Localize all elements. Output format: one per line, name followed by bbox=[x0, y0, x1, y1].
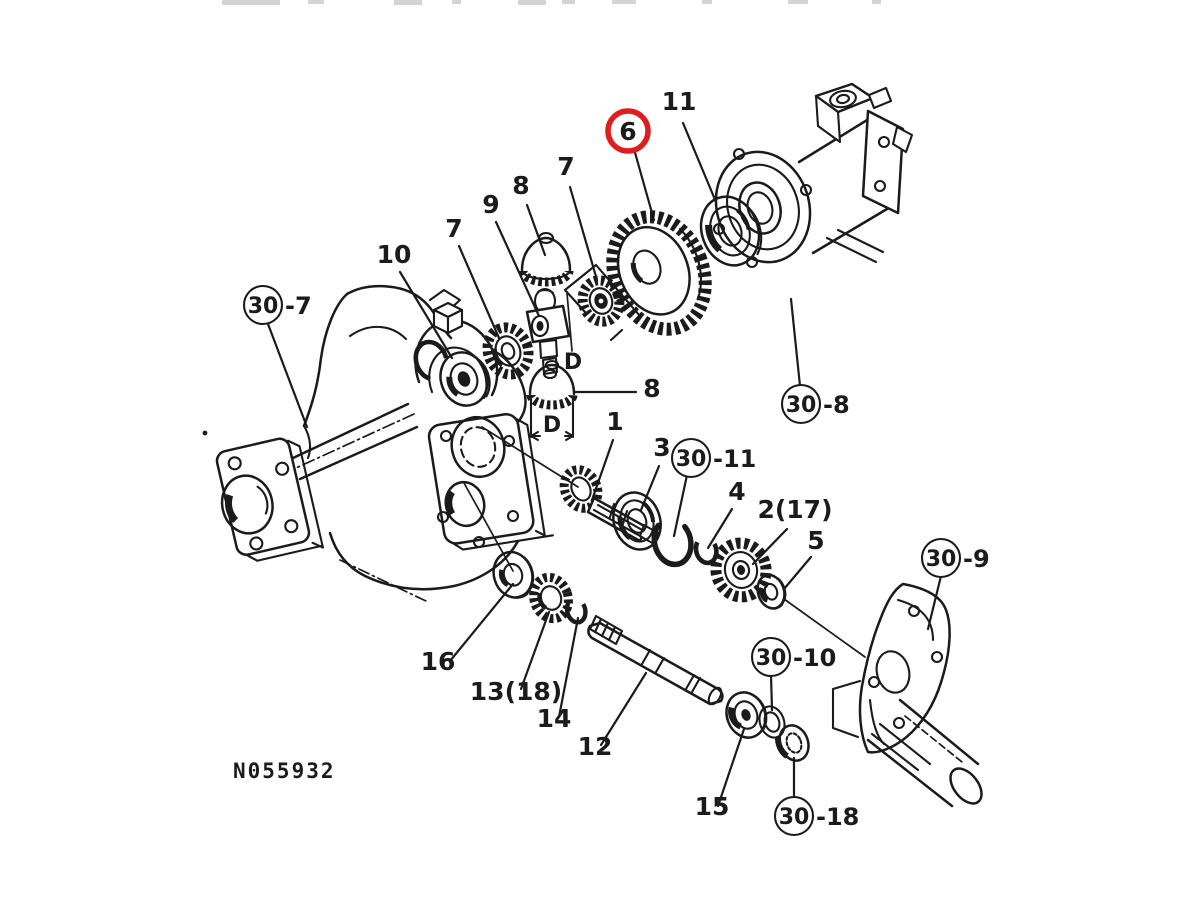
group-callout-30-8[interactable]: 30 -8 bbox=[780, 383, 850, 425]
bevel-gear-8-lower-drawing bbox=[526, 359, 578, 410]
dimension-bracket bbox=[529, 397, 575, 442]
group-callout-30-9-prefix: 30 bbox=[926, 547, 957, 572]
lock-block-drawing bbox=[432, 301, 464, 335]
assembly-axis-lines bbox=[463, 426, 866, 658]
axle-shaft-12-drawing bbox=[587, 614, 724, 706]
part-callout-12[interactable]: 12 bbox=[578, 732, 613, 761]
group-callout-30-10-suffix: -10 bbox=[793, 644, 836, 672]
spur-gear-2-drawing bbox=[710, 537, 772, 603]
bevel-gear-8-upper-drawing bbox=[518, 231, 574, 287]
part-callout-8-upper[interactable]: 8 bbox=[512, 171, 529, 200]
ring-gear-6-drawing bbox=[606, 210, 712, 336]
snap-ring-30-11-drawing bbox=[651, 522, 694, 568]
group-callout-30-7-prefix: 30 bbox=[248, 294, 279, 319]
part-callout-11[interactable]: 11 bbox=[662, 87, 697, 116]
dimension-label-d-upper: D bbox=[564, 350, 582, 375]
snap-ring-drawing bbox=[413, 339, 449, 381]
part-callout-3[interactable]: 3 bbox=[653, 433, 670, 462]
bearing-15-drawing bbox=[725, 691, 768, 739]
scan-artifacts bbox=[202, 0, 881, 436]
group-callout-30-11-prefix: 30 bbox=[676, 447, 707, 472]
group-callout-30-10[interactable]: 30 -10 bbox=[750, 636, 836, 678]
part-callout-16[interactable]: 16 bbox=[421, 647, 456, 676]
part-callout-4[interactable]: 4 bbox=[728, 477, 745, 506]
highlight-ring bbox=[605, 108, 651, 154]
part-callout-6-highlighted[interactable]: 6 bbox=[605, 108, 651, 154]
bearing-16-drawing bbox=[492, 550, 535, 599]
part-callout-7-upper[interactable]: 7 bbox=[557, 152, 574, 181]
group-callout-30-11[interactable]: 30 -11 bbox=[670, 437, 756, 479]
part-callout-13-18[interactable]: 13(18) bbox=[470, 677, 562, 706]
part-callout-7-lower[interactable]: 7 bbox=[445, 214, 462, 243]
group-callouts: 30 -7 30 -8 30 -9 30 -10 30 -11 30 -18 bbox=[242, 284, 990, 837]
side-gear-7-right-drawing bbox=[563, 263, 642, 352]
part-callout-6: 6 bbox=[619, 117, 636, 146]
group-callout-30-18-suffix: -18 bbox=[816, 803, 859, 831]
washer-30-10-drawing bbox=[758, 705, 786, 739]
part-callout-14[interactable]: 14 bbox=[537, 704, 572, 733]
final-drive-case-drawing bbox=[712, 82, 914, 269]
part-callout-9[interactable]: 9 bbox=[482, 190, 499, 219]
dimension-labels: D D bbox=[543, 350, 582, 438]
carrier-housing-drawing bbox=[291, 284, 554, 603]
group-callout-30-7[interactable]: 30 -7 bbox=[242, 284, 312, 326]
group-callout-30-7-suffix: -7 bbox=[285, 292, 312, 320]
part-callout-1[interactable]: 1 bbox=[606, 407, 623, 436]
part-callout-2-17[interactable]: 2(17) bbox=[757, 495, 832, 524]
group-callout-30-11-suffix: -11 bbox=[713, 445, 756, 473]
gear-13-drawing bbox=[529, 572, 573, 624]
leader-lines bbox=[266, 121, 943, 808]
group-callout-30-18-prefix: 30 bbox=[779, 805, 810, 830]
group-callout-30-18[interactable]: 30 -18 bbox=[773, 795, 859, 837]
bearing-10-drawing bbox=[439, 351, 491, 407]
group-callout-30-9[interactable]: 30 -9 bbox=[920, 537, 990, 579]
part-callout-8-lower[interactable]: 8 bbox=[643, 374, 660, 403]
side-gear-7-left-drawing bbox=[482, 322, 534, 380]
dimension-label-d-lower: D bbox=[543, 413, 561, 438]
axle-flange-drawing bbox=[215, 437, 324, 562]
group-callout-30-8-prefix: 30 bbox=[786, 393, 817, 418]
part-callout-5[interactable]: 5 bbox=[807, 526, 824, 555]
oil-seal-30-18-drawing bbox=[775, 724, 810, 762]
collar-5-drawing bbox=[756, 573, 787, 610]
drawing-number: N055932 bbox=[233, 759, 336, 783]
group-callout-30-8-suffix: -8 bbox=[823, 391, 850, 419]
group-callout-30-9-suffix: -9 bbox=[963, 545, 990, 573]
part-callouts: 6 11 7 8 9 7 10 8 1 3 4 2(17) 5 16 13(18… bbox=[377, 87, 833, 821]
part-callout-15[interactable]: 15 bbox=[695, 792, 730, 821]
part-callout-10[interactable]: 10 bbox=[377, 240, 412, 269]
axle-case-30-9-drawing bbox=[831, 582, 983, 808]
snap-ring-4-drawing bbox=[693, 541, 719, 566]
group-callout-30-10-prefix: 30 bbox=[756, 646, 787, 671]
